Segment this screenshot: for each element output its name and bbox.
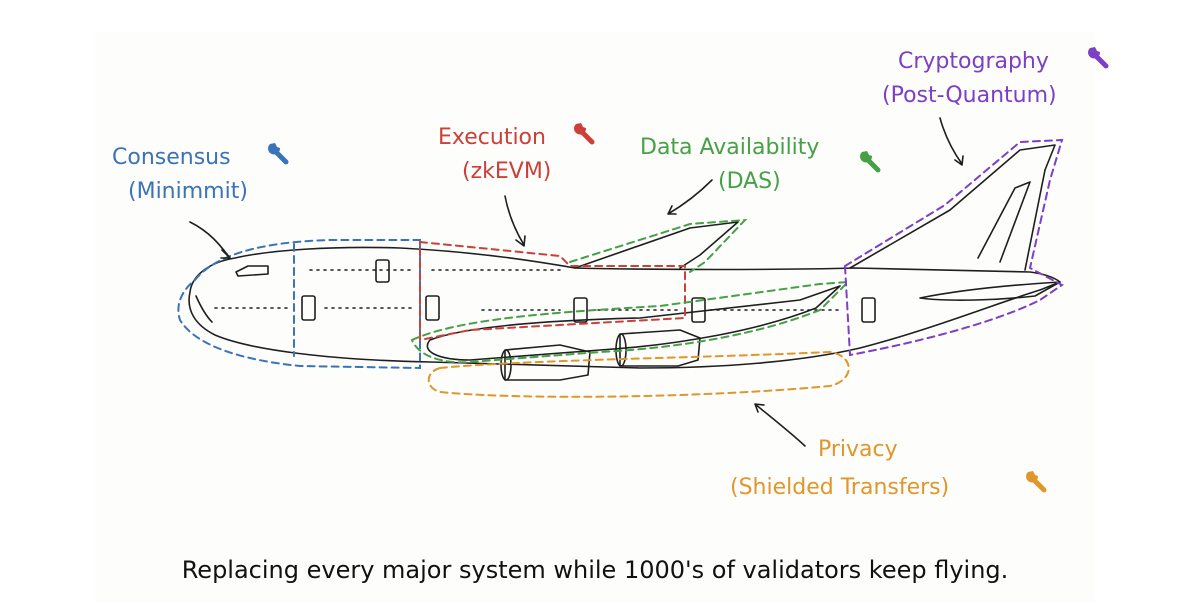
data-availability-arrow	[667, 179, 713, 215]
door-1	[301, 295, 316, 321]
privacy-title: Privacy	[818, 437, 898, 462]
cryptography-region	[843, 138, 1064, 357]
cryptography-label: Cryptography (Post-Quantum)	[882, 47, 1106, 108]
consensus-label: Consensus (Minimmit)	[112, 143, 286, 204]
airplane	[188, 144, 1061, 381]
consensus-region	[177, 239, 421, 370]
engines	[500, 329, 701, 381]
door-2	[425, 295, 440, 321]
caption: Replacing every major system while 1000'…	[182, 556, 1009, 584]
wrench-icon	[1088, 47, 1106, 66]
cryptography-arrow	[939, 117, 964, 166]
fuselage	[188, 246, 1061, 369]
data-availability-label: Data Availability (DAS)	[640, 135, 878, 194]
near-wing	[426, 285, 841, 361]
execution-label: Execution (zkEVM)	[438, 123, 592, 184]
cryptography-subtitle: (Post-Quantum)	[882, 83, 1057, 108]
nose-line	[195, 295, 213, 323]
wrench-icon	[268, 143, 286, 162]
privacy-arrow	[754, 403, 806, 447]
consensus-arrow	[189, 221, 231, 259]
execution-arrow	[504, 195, 526, 247]
wrench-icon	[574, 123, 592, 142]
wrench-icon	[1026, 471, 1044, 490]
tail-rudder	[977, 181, 1031, 263]
consensus-subtitle: (Minimmit)	[128, 179, 248, 204]
cryptography-title: Cryptography	[898, 49, 1049, 74]
door-3	[573, 297, 588, 323]
far-wing	[574, 221, 739, 269]
privacy-region	[427, 350, 850, 398]
execution-subtitle: (zkEVM)	[462, 159, 551, 184]
consensus-title: Consensus	[112, 145, 231, 170]
execution-title: Execution	[438, 125, 546, 150]
horizontal-stabilizer	[919, 281, 1061, 301]
door-upper	[375, 259, 390, 283]
cockpit-windows	[235, 265, 269, 277]
main-windows	[214, 307, 841, 311]
data-availability-title: Data Availability	[640, 135, 819, 160]
vertical-tail	[849, 144, 1056, 271]
data-availability-subtitle: (DAS)	[718, 169, 781, 194]
wrench-icon	[860, 151, 878, 170]
data-availability-region	[410, 218, 851, 364]
door-5	[861, 297, 876, 323]
execution-region	[419, 240, 686, 342]
diagram-backdrop	[95, 32, 1095, 602]
privacy-subtitle: (Shielded Transfers)	[730, 475, 949, 500]
privacy-label: Privacy (Shielded Transfers)	[730, 437, 1044, 500]
